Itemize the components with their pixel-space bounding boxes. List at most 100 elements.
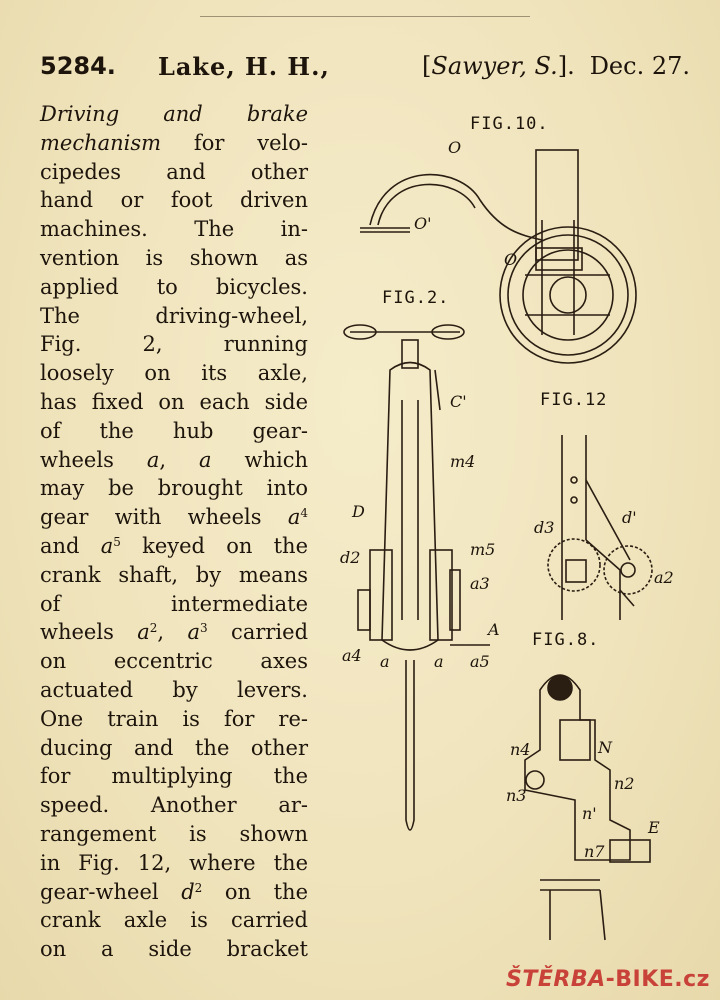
text-run: Fig. 2, running xyxy=(40,332,308,357)
text-run: loosely on its axle, xyxy=(40,361,308,386)
text-line: applied to bicycles. xyxy=(40,273,308,302)
fig12-drawing xyxy=(547,435,653,620)
fig8-letter-E: E xyxy=(648,818,660,837)
fig2-letter-m5: m5 xyxy=(470,540,496,559)
fig10-drawing xyxy=(360,149,637,364)
text-line: vention is shown as xyxy=(40,244,308,273)
text-line: wheels a2, a3 carried xyxy=(40,618,308,647)
text-line: may be brought into xyxy=(40,474,308,503)
text-run: may be brought into xyxy=(40,476,308,501)
text-run: of intermediate xyxy=(40,591,308,616)
fig2-label: FIG.2. xyxy=(382,288,450,308)
patent-number: 5284. xyxy=(40,52,116,80)
text-run: for velo- xyxy=(161,130,308,155)
text-run: crank axle is carried xyxy=(40,908,308,933)
fig2-letter-a: A xyxy=(488,620,500,639)
text-run: vention is shown as xyxy=(40,245,308,270)
text-run: , xyxy=(157,620,188,645)
text-line: crank shaft, by means xyxy=(40,561,308,590)
inventor-name: Lake, H. H., xyxy=(158,52,330,81)
text-line: Fig. 2, running xyxy=(40,330,308,359)
patent-drawings xyxy=(343,149,653,941)
text-run: machines. The in- xyxy=(40,217,308,242)
text-run: a xyxy=(187,620,201,645)
text-run: on eccentric axes xyxy=(40,649,308,674)
text-line: has fixed on each side xyxy=(40,388,308,417)
text-run: One train is for re- xyxy=(40,706,308,731)
text-line: Driving and brake xyxy=(40,100,308,129)
fig8-label: FIG.8. xyxy=(532,630,600,650)
fig2-drawing xyxy=(343,324,490,831)
fig2-letter-a-left: a xyxy=(380,652,390,671)
fig8-letter-n2: n2 xyxy=(614,774,635,793)
text-run: on the xyxy=(202,879,308,904)
fig10-label: FIG.10. xyxy=(470,114,549,134)
text-run: which xyxy=(211,447,308,472)
text-line: gear-wheel d2 on the xyxy=(40,878,308,907)
text-run: gear-wheel xyxy=(40,879,182,904)
text-line: wheels a, a which xyxy=(40,446,308,475)
text-run: and xyxy=(40,533,101,558)
text-line: ducing and the other xyxy=(40,734,308,763)
text-line: for multiplying the xyxy=(40,762,308,791)
text-run: wheels xyxy=(40,447,147,472)
fig2-letter-c1: C' xyxy=(450,392,467,411)
text-line: of the hub gear- xyxy=(40,417,308,446)
fig8-letter-n4: n4 xyxy=(510,740,531,759)
text-line: crank axle is carried xyxy=(40,906,308,935)
fig12-letter-d3: d3 xyxy=(534,518,555,537)
fig8-letter-N: N xyxy=(598,738,612,757)
text-run: a xyxy=(146,447,160,472)
text-run: applied to bicycles. xyxy=(40,274,308,299)
fig2-letter-a3: a3 xyxy=(470,574,490,593)
fig10-letter-3: O xyxy=(504,250,518,269)
agent-name: Sawyer, S. xyxy=(431,52,558,80)
text-run: , xyxy=(159,447,199,472)
text-run: crank shaft, by means xyxy=(40,562,308,587)
text-run: keyed on the xyxy=(120,533,308,558)
text-run: The driving-wheel, xyxy=(40,303,308,328)
text-line: One train is for re- xyxy=(40,705,308,734)
fig8-letter-n1: n' xyxy=(582,804,597,823)
top-rule xyxy=(200,16,530,17)
text-line: rangement is shown xyxy=(40,820,308,849)
text-line: on eccentric axes xyxy=(40,647,308,676)
figures-panel: FIG.10. FIG.2. FIG.12 FIG.8. O O' O C' m… xyxy=(330,100,710,960)
text-line: loosely on its axle, xyxy=(40,359,308,388)
patent-date: Dec. 27. xyxy=(589,52,690,80)
text-run: a xyxy=(100,533,114,558)
text-line: machines. The in- xyxy=(40,215,308,244)
text-line: on a side bracket xyxy=(40,935,308,964)
text-run: d xyxy=(181,879,195,904)
fig8-letter-n7: n7 xyxy=(584,842,605,861)
text-line: hand or foot driven xyxy=(40,186,308,215)
text-run: of the hub gear- xyxy=(40,418,308,443)
fig8-letter-n3: n3 xyxy=(506,786,527,805)
text-line: and a5 keyed on the xyxy=(40,532,308,561)
text-run: a xyxy=(287,505,301,530)
text-line: mechanism for velo- xyxy=(40,129,308,158)
watermark-suffix: -BIKE.cz xyxy=(605,967,710,992)
text-run: mechanism xyxy=(40,130,162,155)
fig10-letter-1: O xyxy=(448,138,462,157)
text-run: carried xyxy=(207,620,309,645)
entry-header: 5284. Lake, H. H., [Sawyer, S.]. Dec. 27… xyxy=(40,52,696,92)
superscript: 4 xyxy=(300,506,308,521)
text-run: wheels xyxy=(40,620,138,645)
text-line: The driving-wheel, xyxy=(40,302,308,331)
fig2-letter-a4: a4 xyxy=(342,646,362,665)
text-line: actuated by levers. xyxy=(40,676,308,705)
text-run: rangement is shown xyxy=(40,821,308,846)
text-run: in Fig. 12, where the xyxy=(40,850,308,875)
fig2-letter-d2: d2 xyxy=(340,548,361,567)
agent: [Sawyer, S.]. xyxy=(422,52,575,80)
fig2-letter-a-right: a xyxy=(434,652,444,671)
fig2-letter-a5: a5 xyxy=(470,652,490,671)
text-run: a xyxy=(198,447,212,472)
text-line: of intermediate xyxy=(40,590,308,619)
agent-bracket-close: ]. xyxy=(557,52,575,80)
text-run: speed. Another ar- xyxy=(40,793,308,818)
text-run: hand or foot driven xyxy=(40,188,308,213)
